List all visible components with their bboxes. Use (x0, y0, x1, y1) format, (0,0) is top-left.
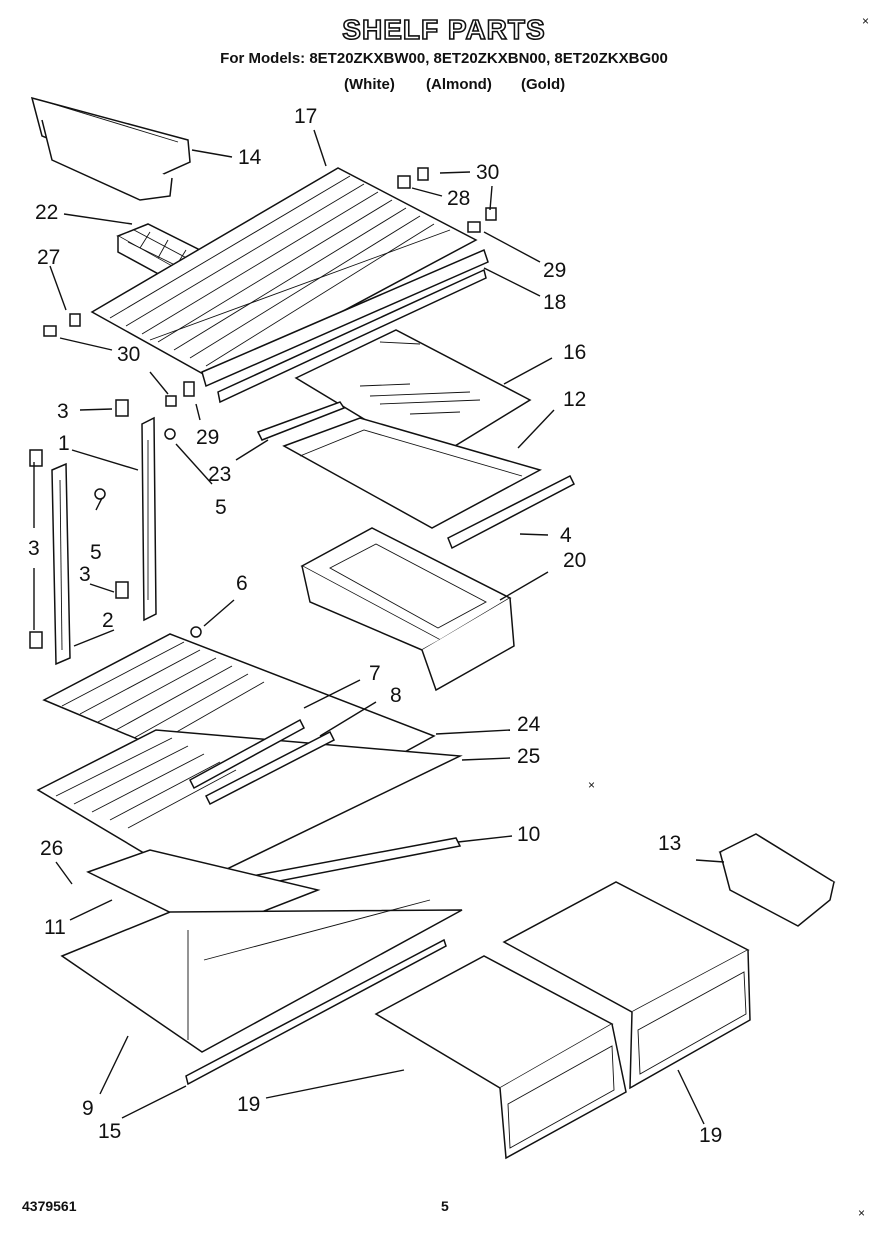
color-gold: (Gold) (521, 76, 566, 93)
door-bin-14 (30, 96, 191, 201)
corner-mark: × (862, 14, 870, 28)
rail-23 (256, 401, 346, 441)
fitting-29a (467, 221, 481, 233)
callout-3: 3 (57, 400, 69, 423)
clip-3d (29, 631, 43, 649)
clip-3b (29, 449, 43, 467)
page-number: 5 (441, 1198, 449, 1214)
clip-3c (115, 581, 129, 599)
callout-26: 26 (40, 837, 64, 860)
screw-5a (164, 428, 176, 440)
callout-7: 7 (369, 662, 381, 685)
fitting-30b (485, 207, 497, 221)
callout-28: 28 (447, 187, 471, 210)
callout-15: 15 (98, 1120, 122, 1143)
screw-5b (94, 488, 106, 500)
shelf-trim-18b (217, 268, 487, 404)
callout-3: 3 (28, 537, 40, 560)
fitting-30a (417, 167, 429, 181)
callout-29: 29 (196, 426, 220, 449)
small-bin-13 (718, 833, 836, 927)
callout-8: 8 (390, 684, 402, 707)
fitting-27 (69, 313, 81, 327)
callout-23: 23 (208, 463, 232, 486)
callout-27: 27 (37, 246, 61, 269)
shelf-trim-18 (201, 248, 489, 388)
callout-2: 2 (102, 609, 114, 632)
crisper-frame-9 (60, 899, 463, 1053)
callout-20: 20 (563, 549, 587, 572)
rail-4 (447, 474, 575, 550)
callout-12: 12 (563, 388, 587, 411)
callout-17: 17 (294, 105, 318, 128)
trim-8 (204, 730, 336, 806)
rail-15 (185, 938, 447, 1086)
fitting-29b (183, 381, 195, 397)
wire-shelf-17 (90, 167, 478, 381)
callout-16: 16 (563, 341, 587, 364)
bracket-1 (141, 416, 157, 622)
callout-11: 11 (44, 916, 66, 939)
corner-mark: × (858, 1206, 866, 1220)
color-white: (White) (344, 76, 395, 93)
color-almond: (Almond) (426, 76, 492, 93)
fitting-30d (165, 395, 177, 407)
callout-5: 5 (90, 541, 102, 564)
callout-9: 9 (82, 1097, 94, 1120)
callout-19: 19 (699, 1124, 723, 1147)
page-title: SHELF PARTS (341, 13, 546, 46)
callout-29: 29 (543, 259, 567, 282)
callout-30: 30 (117, 343, 141, 366)
models-line: For Models: 8ET20ZKXBW00, 8ET20ZKXBN00, … (220, 50, 668, 67)
callout-3: 3 (79, 563, 91, 586)
crisper-drawer-19a (374, 955, 627, 1160)
callout-6: 6 (236, 572, 248, 595)
callout-25: 25 (517, 745, 541, 768)
crisper-pan-20 (300, 527, 515, 692)
callout-30: 30 (476, 161, 500, 184)
part-number: 4379561 (22, 1198, 77, 1214)
callout-14: 14 (238, 146, 262, 169)
callout-24: 24 (517, 713, 541, 736)
callout-5: 5 (215, 496, 227, 519)
callout-1: 1 (58, 432, 70, 455)
callout-18: 18 (543, 291, 567, 314)
callout-4: 4 (560, 524, 572, 547)
fitting-28 (397, 175, 411, 189)
callout-10: 10 (517, 823, 541, 846)
register-mark: × (588, 778, 596, 792)
fitting-30c (43, 325, 57, 337)
clip-3a (115, 399, 129, 417)
callout-13: 13 (658, 832, 682, 855)
crisper-drawer-19b (502, 881, 751, 1090)
shelf-frame-12 (282, 417, 542, 529)
trim-7 (189, 718, 305, 790)
screw-6 (190, 626, 202, 638)
callout-22: 22 (35, 201, 59, 224)
callout-19: 19 (237, 1093, 261, 1116)
